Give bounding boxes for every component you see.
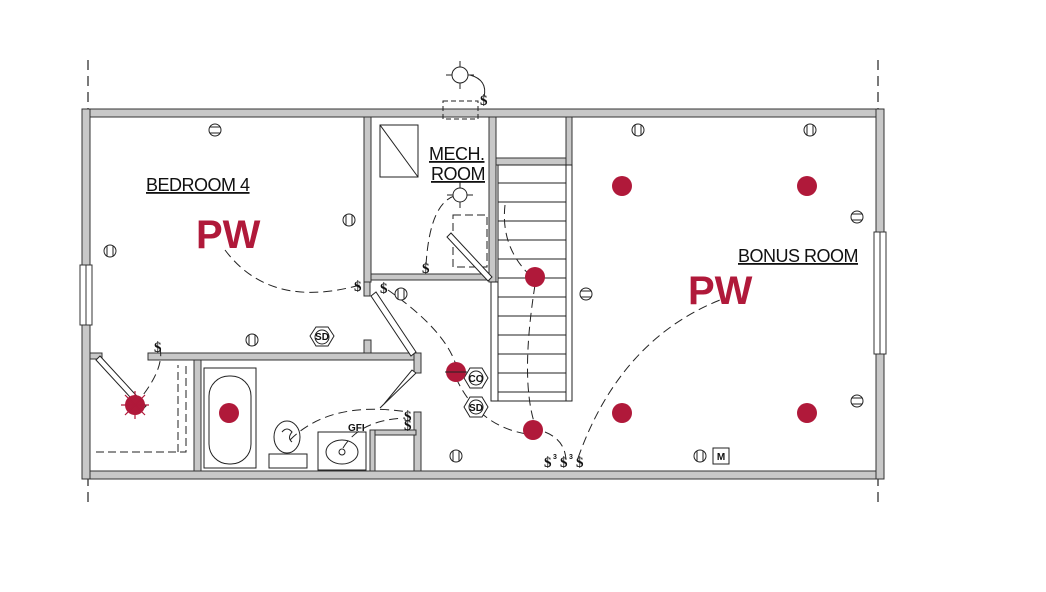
smoke-detector-label: SD (315, 332, 329, 343)
wall-outlet-icon (579, 287, 593, 301)
switch-icon: $ (576, 455, 584, 471)
wall-outlet-icon (342, 213, 356, 227)
room-label-bonus: BONUS ROOM (738, 246, 858, 266)
mech-equipment (379, 124, 419, 178)
wall-outlet-icon (631, 123, 645, 137)
recessed-light-icon (797, 403, 817, 423)
toilet-icon (268, 420, 308, 469)
switch-icon: $ (480, 93, 488, 109)
doors (95, 232, 493, 411)
switch-icon: $ (354, 279, 362, 295)
recessed-light-icon (219, 403, 239, 423)
wall-outlets (103, 123, 864, 463)
room-label-bedroom: BEDROOM 4 (146, 175, 250, 195)
switch-icon: $ (404, 409, 412, 425)
smoke-detector-icon: SD (309, 326, 335, 347)
recessed-light-icon (525, 267, 545, 287)
pw-marker-bedroom: PW (196, 213, 261, 257)
recessed-light-icon (612, 176, 632, 196)
staircase (490, 164, 573, 402)
wall-outlet-icon (449, 449, 463, 463)
recessed-light-icon (797, 176, 817, 196)
wall-outlet-icon (208, 123, 222, 137)
smoke-detector-icon: SD (463, 396, 489, 418)
wall-outlet-icon (394, 287, 408, 301)
switches: $ $ $ $ $ $ $ $ $ $ 3 3 (154, 93, 584, 471)
wall-outlet-icon (103, 244, 117, 258)
switch-3way-label: 3 (553, 454, 557, 461)
sink-icon (317, 431, 367, 471)
switch-icon: $ (560, 455, 568, 471)
window-left (79, 264, 93, 326)
closet-light-icon (121, 391, 149, 419)
recessed-light-icon (612, 403, 632, 423)
switch-3way-label: 3 (569, 454, 573, 461)
exterior-wire (469, 74, 486, 98)
switch-icon: $ (544, 455, 552, 471)
switch-icon: $ (380, 281, 388, 297)
wall-outlet-icon (850, 210, 864, 224)
pw-marker-bonus: PW (688, 269, 753, 313)
switch-icon: $ (154, 340, 162, 356)
room-label-mech-1: MECH. (429, 144, 485, 164)
wall-outlet-icon (850, 394, 864, 408)
switch-icon: $ (404, 418, 412, 434)
co-detector-icon: CO (463, 367, 489, 389)
closet-shelves (96, 214, 488, 453)
wall-outlet-icon (693, 449, 707, 463)
bathtub-icon (203, 367, 257, 469)
switch-icon: $ (422, 261, 430, 277)
wall-outlet-icon (803, 123, 817, 137)
gfi-label: GFI (348, 423, 365, 434)
recessed-lights (121, 176, 817, 440)
room-label-mech-2: ROOM (431, 164, 485, 184)
ceiling-light-icon (442, 61, 479, 120)
ceiling-light-icon (447, 182, 473, 208)
wall-outlet-icon (245, 333, 259, 347)
smoke-detector-label: SD (469, 403, 483, 414)
panel-icon: M (712, 447, 730, 465)
co-detector-label: CO (469, 374, 484, 385)
window-right (873, 231, 887, 355)
interior-walls (89, 116, 573, 472)
recessed-light-icon (523, 420, 543, 440)
meter-label: M (717, 452, 725, 463)
